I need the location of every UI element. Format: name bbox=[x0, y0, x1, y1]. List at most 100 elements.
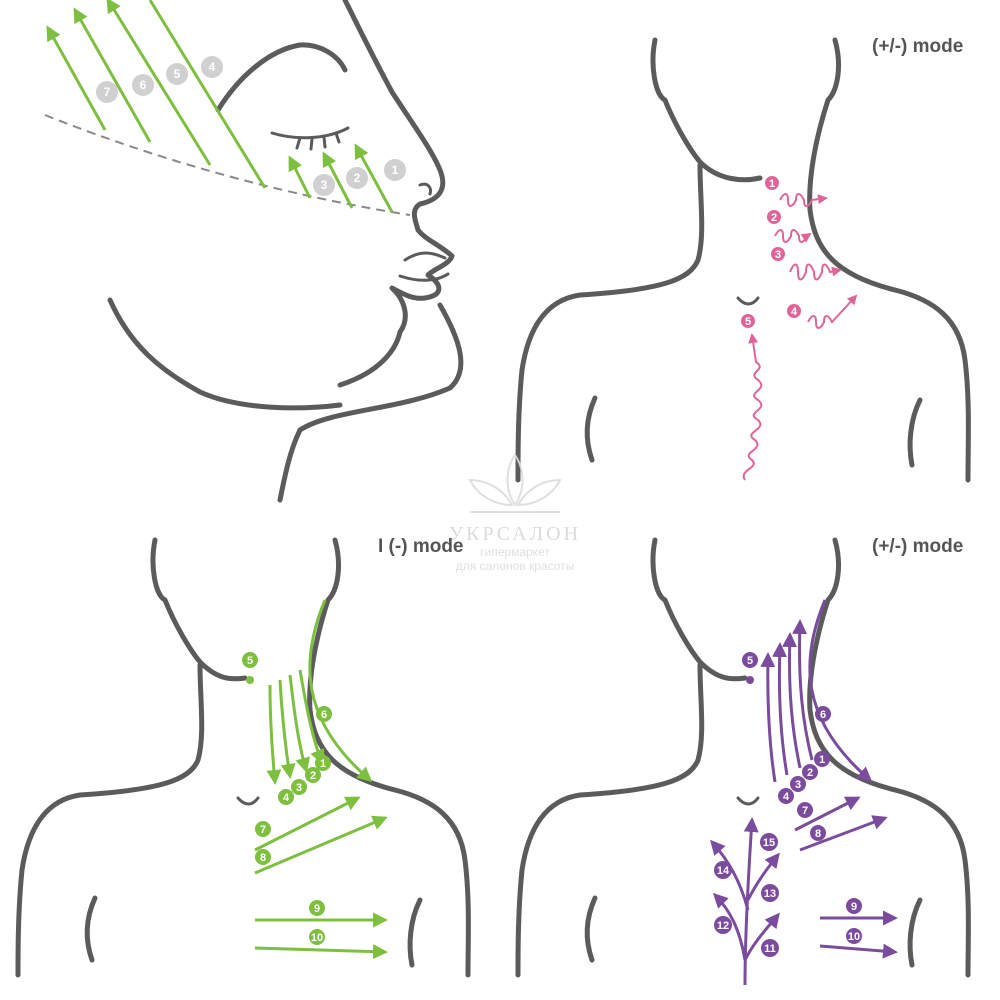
svg-text:4: 4 bbox=[783, 791, 790, 803]
purple-arrow-8 bbox=[799, 815, 888, 852]
face-badges: 7 6 5 4 3 bbox=[96, 56, 406, 196]
purple-badge-10: 10 bbox=[846, 928, 862, 944]
watermark-brand: УКРСАЛОН bbox=[449, 523, 581, 545]
face-badge-1: 1 bbox=[384, 159, 406, 181]
watermark-logo-icon bbox=[468, 453, 562, 507]
svg-text:4: 4 bbox=[791, 306, 798, 318]
svg-text:5: 5 bbox=[747, 655, 753, 667]
purple-arrow-12 bbox=[712, 892, 747, 961]
watermark-line1: гипермаркет bbox=[480, 545, 550, 559]
svg-text:3: 3 bbox=[795, 779, 801, 791]
svg-text:13: 13 bbox=[764, 888, 776, 900]
purple-arrow-2 bbox=[782, 632, 802, 769]
spiral-2 bbox=[774, 229, 812, 243]
svg-text:7: 7 bbox=[260, 824, 266, 836]
green-badge-5: 5 bbox=[242, 652, 258, 668]
purple-arrow-3 bbox=[772, 642, 789, 776]
mode-label-bottom-left: I (-) mode bbox=[378, 536, 464, 557]
face-arrow-1 bbox=[354, 143, 394, 213]
pink-spirals bbox=[742, 193, 858, 481]
svg-text:7: 7 bbox=[104, 85, 111, 99]
purple-arrow-7 bbox=[794, 796, 861, 832]
lips bbox=[398, 251, 450, 282]
svg-text:3: 3 bbox=[775, 249, 781, 261]
face-outline bbox=[337, 0, 455, 388]
svg-text:6: 6 bbox=[820, 709, 826, 721]
svg-text:4: 4 bbox=[283, 792, 290, 804]
svg-text:10: 10 bbox=[848, 931, 860, 943]
svg-text:5: 5 bbox=[247, 655, 253, 667]
face-arrow-7 bbox=[46, 25, 107, 131]
green-dot bbox=[246, 676, 254, 684]
neck-panel-pink: 1 2 3 4 5 bbox=[515, 37, 971, 483]
svg-text:2: 2 bbox=[310, 770, 316, 782]
face-arrows bbox=[46, 0, 394, 213]
svg-text:5: 5 bbox=[174, 67, 181, 81]
green-arrow-6 bbox=[308, 599, 373, 782]
face-arrow-4 bbox=[148, 0, 267, 189]
face-badge-3: 3 bbox=[313, 174, 335, 196]
face-arrow-6 bbox=[73, 7, 152, 143]
green-arrow-7 bbox=[254, 796, 361, 852]
purple-arrow-11 bbox=[743, 912, 780, 961]
green-badge-4: 4 bbox=[278, 789, 294, 805]
jaw-line bbox=[107, 297, 343, 411]
svg-text:2: 2 bbox=[807, 767, 813, 779]
svg-text:1: 1 bbox=[819, 754, 825, 766]
closed-eye bbox=[270, 126, 350, 140]
svg-text:8: 8 bbox=[260, 852, 266, 864]
spiral-4 bbox=[807, 294, 858, 329]
face-badge-4: 4 bbox=[201, 56, 223, 78]
svg-text:8: 8 bbox=[815, 828, 821, 840]
purple-badge-11: 11 bbox=[761, 939, 779, 957]
neck-panel-green: 1 2 3 4 5 6 7 8 9 10 bbox=[15, 537, 471, 978]
svg-text:4: 4 bbox=[209, 60, 216, 74]
green-arrow-4 bbox=[266, 684, 282, 785]
svg-text:9: 9 bbox=[851, 901, 857, 913]
green-badge-7: 7 bbox=[255, 821, 271, 837]
svg-text:15: 15 bbox=[763, 837, 775, 849]
svg-text:3: 3 bbox=[296, 782, 302, 794]
svg-text:7: 7 bbox=[802, 805, 808, 817]
spiral-3 bbox=[789, 263, 842, 281]
green-neck-arrows bbox=[254, 599, 388, 960]
purple-badge-7: 7 bbox=[797, 802, 813, 818]
purple-badge-9: 9 bbox=[846, 898, 862, 914]
svg-text:9: 9 bbox=[314, 903, 320, 915]
face-profile-panel: 7 6 5 4 3 bbox=[44, 0, 464, 503]
pink-badge-4: 4 bbox=[787, 304, 801, 318]
purple-badge-13: 13 bbox=[761, 884, 779, 902]
green-badge-6: 6 bbox=[316, 706, 332, 722]
purple-badge-1: 1 bbox=[814, 751, 830, 767]
face-arrow-2 bbox=[322, 151, 354, 209]
purple-badges: 1 2 3 4 5 6 7 8 9 10 11 12 13 14 15 bbox=[714, 652, 862, 957]
eyebrow bbox=[215, 42, 348, 113]
green-badge-3: 3 bbox=[291, 779, 307, 795]
purple-neck-arrows bbox=[710, 599, 898, 986]
pink-badge-1: 1 bbox=[765, 176, 779, 190]
purple-badge-5: 5 bbox=[742, 652, 758, 668]
pink-badge-3: 3 bbox=[771, 247, 785, 261]
pink-badges: 1 2 3 4 5 bbox=[741, 176, 801, 328]
svg-text:1: 1 bbox=[769, 178, 775, 190]
svg-text:10: 10 bbox=[311, 932, 323, 944]
green-badge-10: 10 bbox=[309, 929, 325, 945]
pink-badge-5: 5 bbox=[741, 314, 755, 328]
torso-outline-top-right bbox=[515, 37, 971, 483]
green-badge-8: 8 bbox=[255, 849, 271, 865]
face-arrow-3 bbox=[288, 155, 312, 199]
spiral-1 bbox=[779, 193, 828, 207]
svg-text:12: 12 bbox=[717, 920, 729, 932]
mode-label-top-right: (+/-) mode bbox=[872, 36, 964, 57]
green-badges: 1 2 3 4 5 6 7 8 9 10 bbox=[242, 652, 332, 945]
green-arrow-3 bbox=[278, 679, 296, 779]
face-arrow-5 bbox=[106, 0, 212, 166]
purple-arrow-14 bbox=[710, 839, 750, 911]
purple-arrow-6 bbox=[808, 599, 873, 782]
green-arrow-8 bbox=[254, 815, 388, 875]
svg-text:14: 14 bbox=[717, 865, 730, 877]
torso-outline-bottom-right bbox=[515, 537, 971, 978]
green-badge-2: 2 bbox=[305, 767, 321, 783]
purple-badge-6: 6 bbox=[815, 706, 831, 722]
